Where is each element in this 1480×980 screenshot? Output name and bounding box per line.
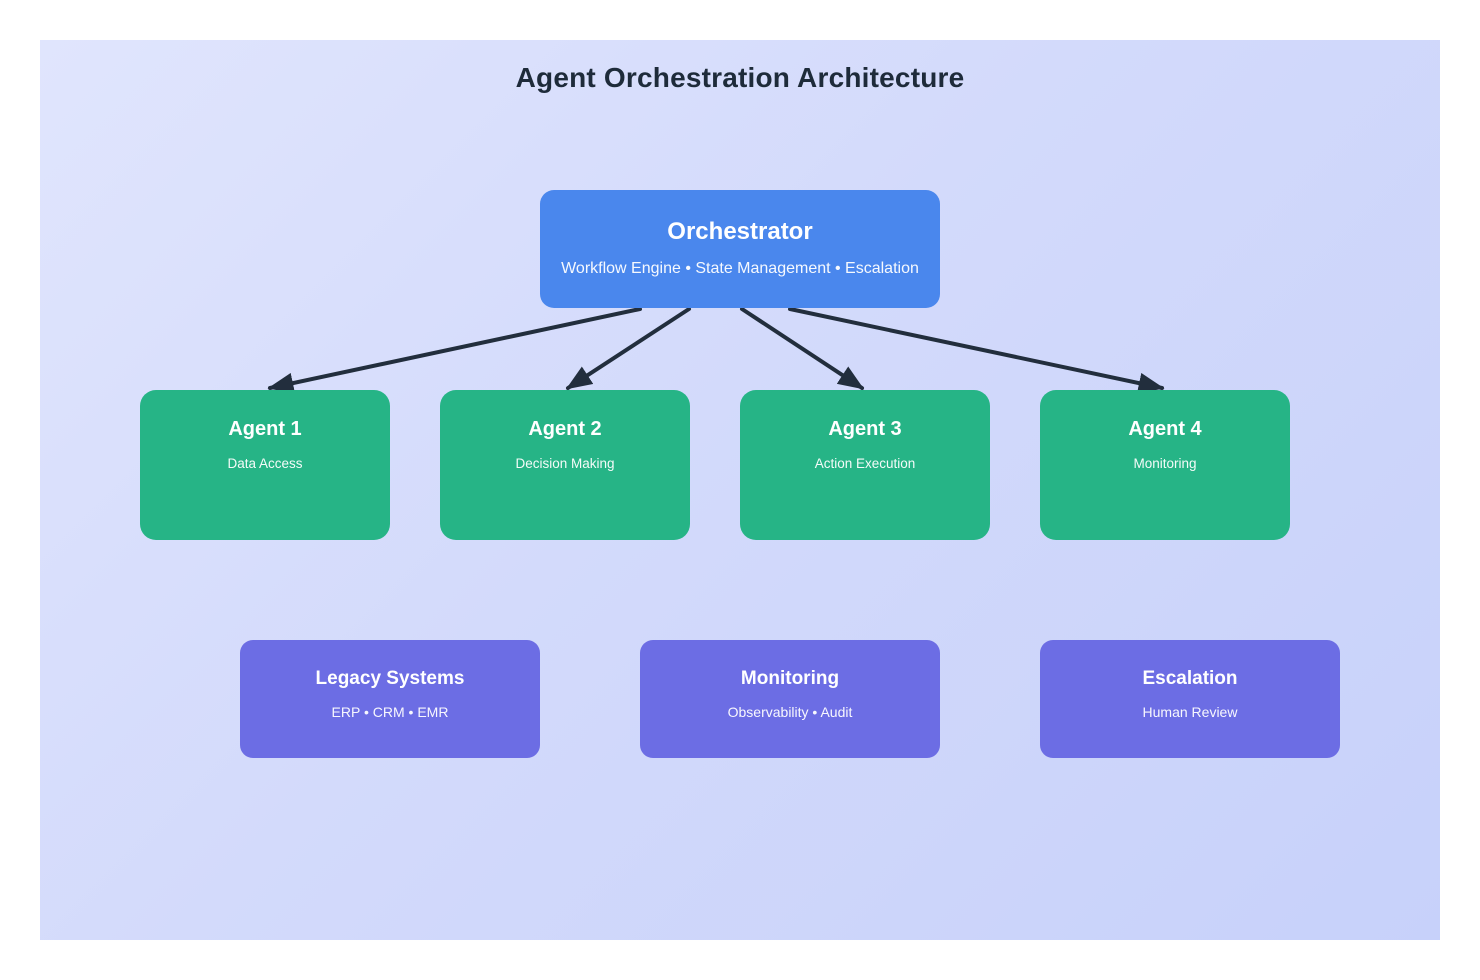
escalation-node: Escalation Human Review xyxy=(1040,640,1340,758)
agent-3-title: Agent 3 xyxy=(828,418,902,440)
orchestrator-title: Orchestrator xyxy=(667,218,813,245)
monitoring-node: Monitoring Observability • Audit xyxy=(640,640,940,758)
diagram-title: Agent Orchestration Architecture xyxy=(515,62,965,93)
escalation-subtitle: Human Review xyxy=(1142,703,1238,720)
legacy-systems-title: Legacy Systems xyxy=(315,668,465,689)
arrow-orchestrator-to-agent-4 xyxy=(788,307,1165,394)
agent-1-title: Agent 1 xyxy=(228,418,302,440)
agent-4-subtitle: Monitoring xyxy=(1133,456,1197,471)
diagram-canvas: Agent Orchestration Architecture Orchest… xyxy=(40,40,1440,940)
agent-4-node: Agent 4 Monitoring xyxy=(1040,390,1290,540)
agent-2-node: Agent 2 Decision Making xyxy=(440,390,690,540)
agent-2-title: Agent 2 xyxy=(528,418,602,440)
orchestrator-node: Orchestrator Workflow Engine • State Man… xyxy=(540,190,940,308)
legacy-systems-subtitle: ERP • CRM • EMR xyxy=(331,703,449,720)
monitoring-title: Monitoring xyxy=(740,668,840,689)
arrow-orchestrator-to-agent-1 xyxy=(267,307,642,394)
arrow-orchestrator-to-agent-2 xyxy=(565,307,691,390)
escalation-title: Escalation xyxy=(1142,668,1238,689)
agent-1-node: Agent 1 Data Access xyxy=(140,390,390,540)
monitoring-subtitle: Observability • Audit xyxy=(727,703,853,720)
agent-3-subtitle: Action Execution xyxy=(814,456,916,471)
legacy-systems-node: Legacy Systems ERP • CRM • EMR xyxy=(240,640,540,758)
orchestrator-subtitle: Workflow Engine • State Management • Esc… xyxy=(561,259,919,277)
arrow-orchestrator-to-agent-3 xyxy=(740,307,865,390)
agent-1-subtitle: Data Access xyxy=(227,456,303,471)
agent-2-subtitle: Decision Making xyxy=(515,456,615,471)
agent-3-node: Agent 3 Action Execution xyxy=(740,390,990,540)
agent-4-title: Agent 4 xyxy=(1128,418,1202,440)
